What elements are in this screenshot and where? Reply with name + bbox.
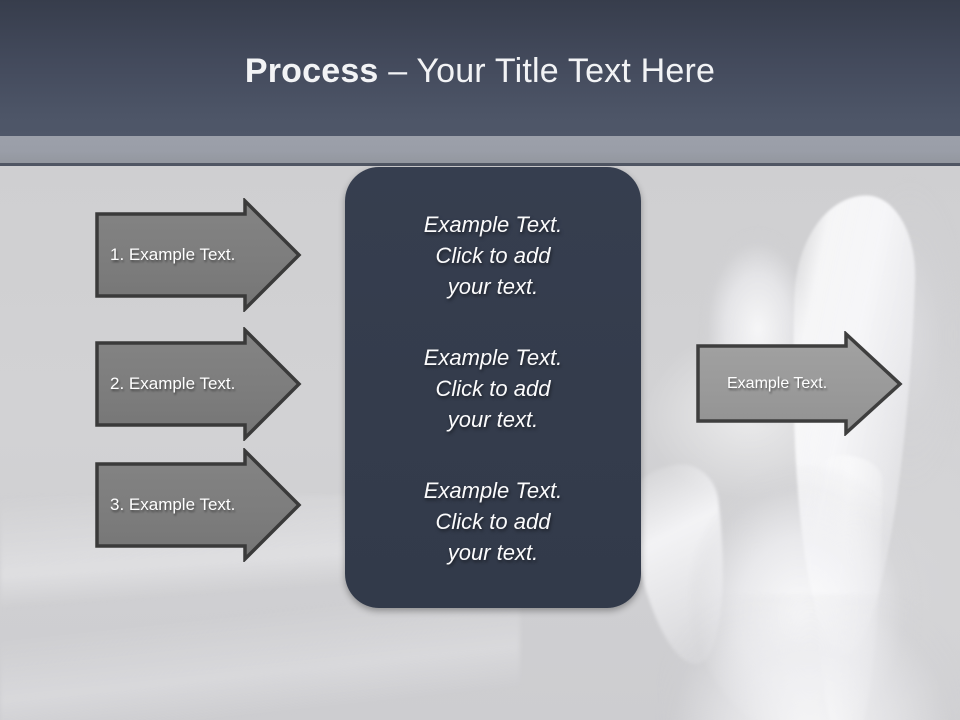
process-outcome-label: Example Text. bbox=[727, 374, 828, 392]
panel-text-block-1: Example Text. Click to add your text. bbox=[423, 212, 563, 299]
panel-text-block-3: Example Text. Click to add your text. bbox=[423, 478, 563, 565]
arrow-right-icon bbox=[95, 327, 302, 441]
process-step-arrow-3[interactable]: 3. Example Text. bbox=[94, 448, 302, 562]
arrow-right-icon bbox=[95, 198, 302, 312]
page-title-bold: Process bbox=[244, 52, 379, 90]
page-title: Process – Your Title Text Here bbox=[0, 51, 960, 91]
arrow-right-icon bbox=[696, 331, 903, 436]
arrow-right-icon bbox=[95, 448, 302, 562]
process-step-label-1: 1. Example Text. bbox=[110, 245, 236, 264]
header-band bbox=[0, 136, 960, 163]
process-outcome-arrow[interactable]: Example Text. bbox=[695, 331, 903, 436]
process-step-label-2: 2. Example Text. bbox=[110, 374, 236, 393]
background-body bbox=[660, 595, 960, 720]
process-step-arrow-1[interactable]: 1. Example Text. bbox=[94, 198, 302, 312]
process-step-label-3: 3. Example Text. bbox=[110, 495, 236, 514]
panel-text-block-2: Example Text. Click to add your text. bbox=[423, 345, 563, 432]
process-step-arrow-2[interactable]: 2. Example Text. bbox=[94, 327, 302, 441]
page-title-rest: – Your Title Text Here bbox=[378, 52, 716, 90]
slide-header: Process – Your Title Text Here bbox=[0, 0, 960, 136]
process-detail-panel[interactable]: Example Text. Click to add your text. Ex… bbox=[345, 167, 641, 608]
header-band-edge bbox=[0, 163, 960, 166]
